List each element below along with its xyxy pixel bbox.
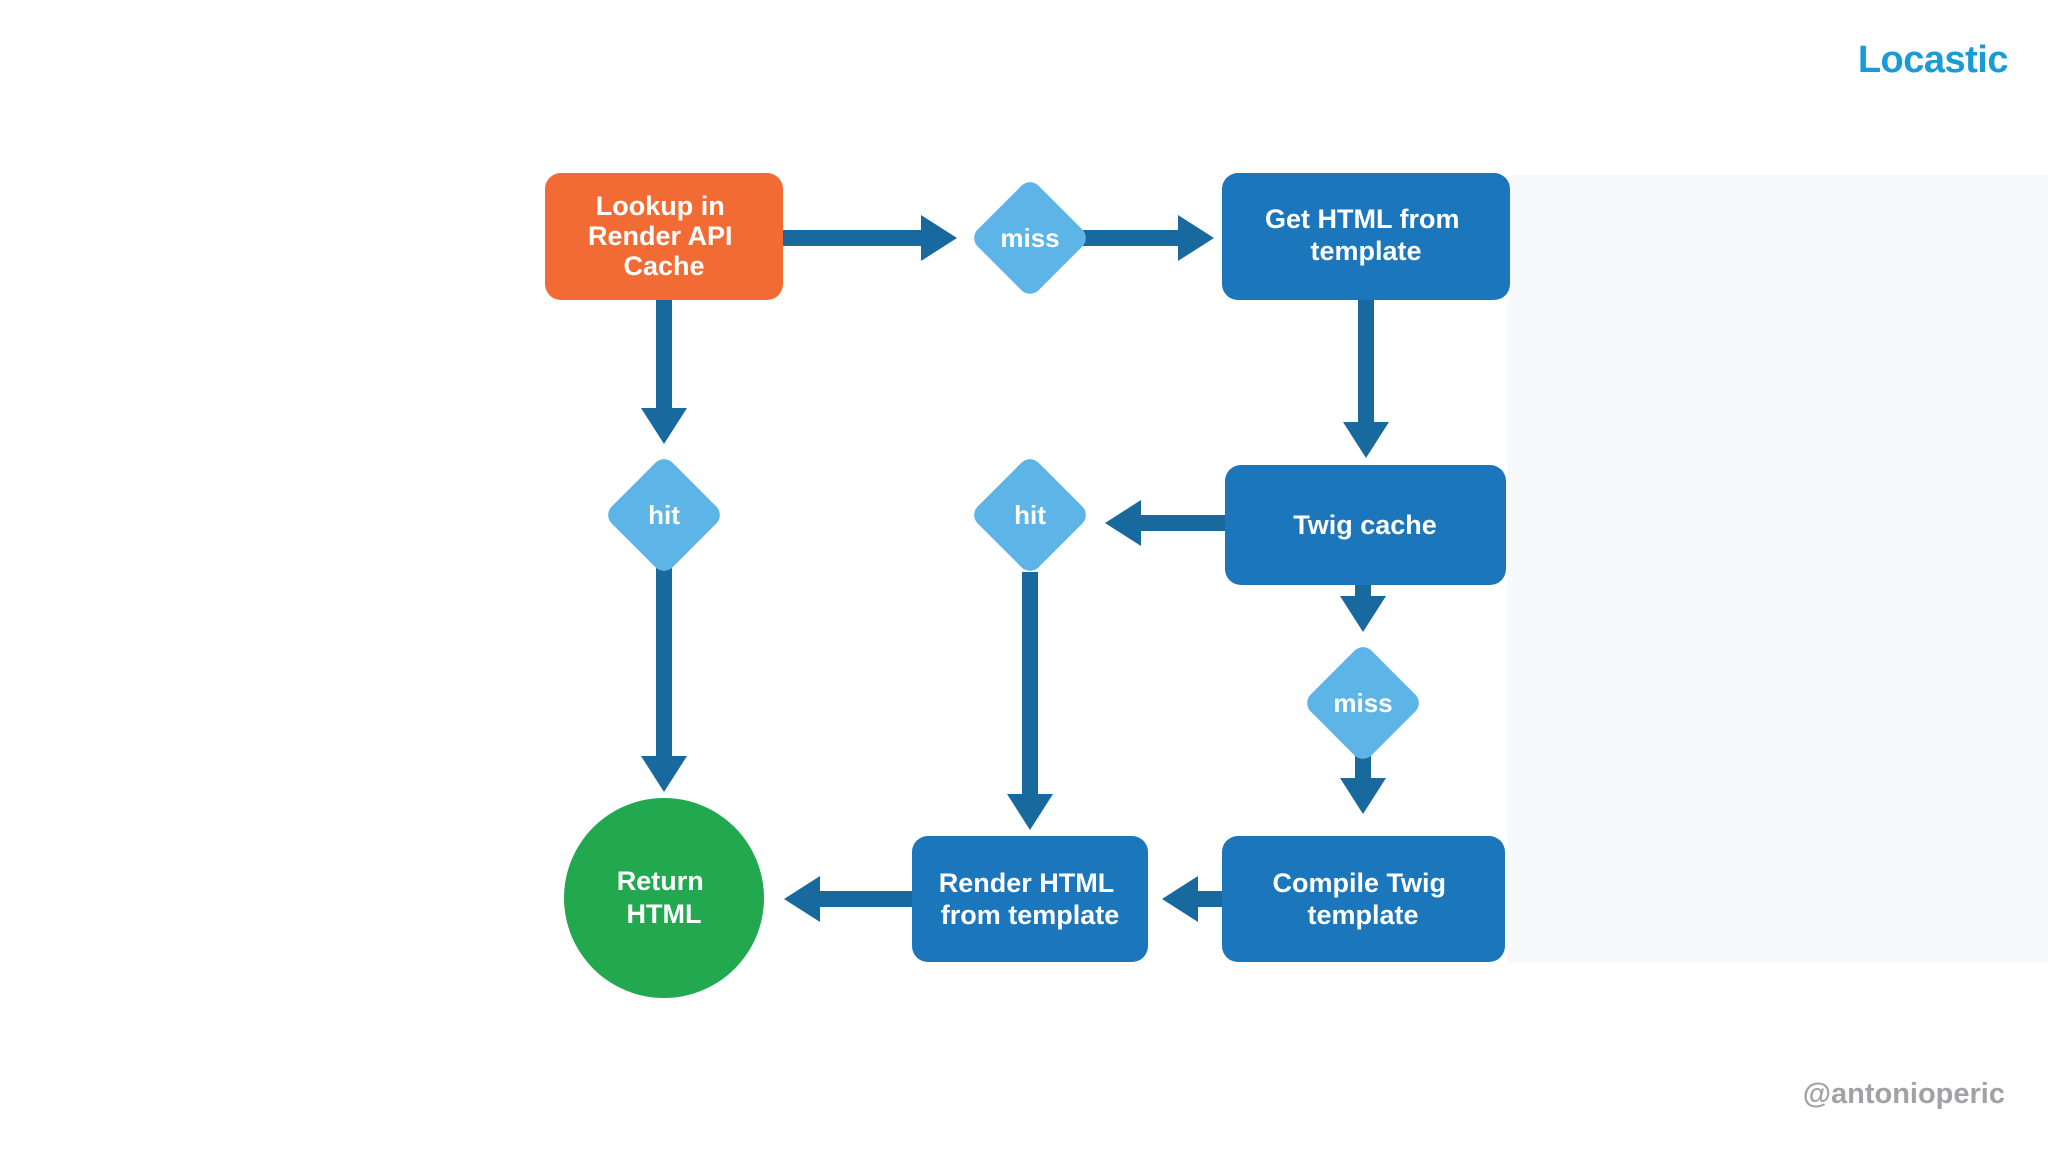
node-twig-cache: Twig cache [1225, 465, 1506, 585]
node-twig-cache-box [1225, 465, 1506, 585]
node-twig-cache-label: Twig cache [1293, 510, 1437, 540]
slide-side-panel [1507, 175, 2048, 963]
arrow-hit-to-render [1007, 572, 1053, 830]
decision-hit-left-label: hit [648, 500, 680, 530]
author-handle: @antonioperic [1803, 1078, 2005, 1110]
node-decision-hit-middle: hit [974, 459, 1086, 571]
arrow-render-to-return [784, 876, 912, 922]
node-return-label: Return HTML [617, 866, 712, 929]
decision-miss-top-diamond [974, 182, 1086, 294]
arrow-twig-cache-to-hit [1105, 500, 1225, 546]
decision-miss-top-label: miss [1000, 223, 1059, 253]
flow-arrows [641, 215, 1389, 922]
arrow-get-html-to-twig-cache [1343, 300, 1389, 458]
decision-miss-bottom-label: miss [1333, 688, 1392, 718]
decision-miss-bottom-diamond [1307, 647, 1419, 759]
node-get-html-label: Get HTML from template [1265, 204, 1467, 266]
arrow-twig-cache-to-miss [1340, 585, 1386, 632]
node-decision-hit-left: hit [608, 459, 720, 571]
node-render-label: Render HTML from template [939, 868, 1122, 930]
decision-hit-middle-label: hit [1014, 500, 1046, 530]
node-lookup-render-api-cache: Lookup in Render API Cache [545, 173, 783, 300]
arrow-lookup-to-hit [641, 300, 687, 444]
node-return-html: Return HTML [564, 798, 764, 998]
node-render-html-from-template: Render HTML from template [912, 836, 1148, 962]
arrow-miss-to-compile [1340, 752, 1386, 814]
node-return-circle [564, 798, 764, 998]
node-compile-twig-template: Compile Twig template [1222, 836, 1505, 962]
node-lookup-box [545, 173, 783, 300]
decision-hit-middle-diamond [974, 459, 1086, 571]
decision-hit-left-diamond [608, 459, 720, 571]
arrow-compile-to-render [1162, 876, 1222, 922]
node-decision-miss-bottom: miss [1307, 647, 1419, 759]
node-lookup-label: Lookup in Render API Cache [588, 191, 740, 281]
node-compile-box [1222, 836, 1505, 962]
node-get-html-box [1222, 173, 1510, 300]
arrow-lookup-to-miss [783, 215, 957, 261]
arrow-hit-to-return [641, 568, 687, 792]
node-compile-label: Compile Twig template [1272, 868, 1453, 930]
node-render-box [912, 836, 1148, 962]
node-decision-miss-top: miss [974, 182, 1086, 294]
arrow-miss-to-get-html [1083, 215, 1214, 261]
locastic-logo: Locastic [1858, 39, 2009, 81]
node-get-html-from-template: Get HTML from template [1222, 173, 1510, 300]
